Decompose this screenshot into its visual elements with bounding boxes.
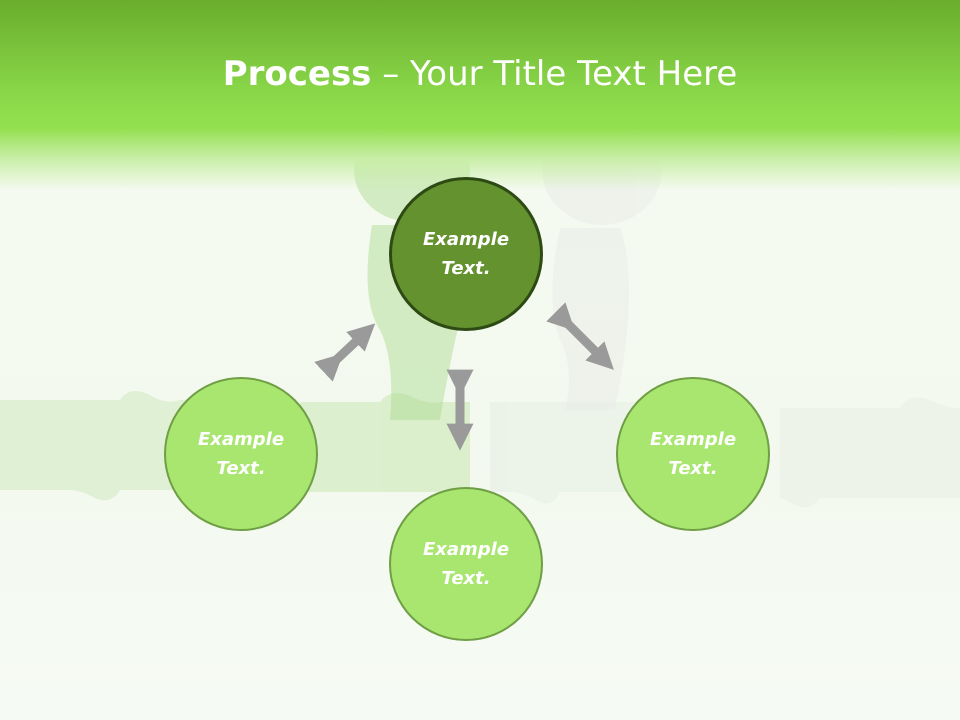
node-text-line2: Text. [668, 458, 718, 479]
title-bold-part: Process [222, 54, 372, 94]
process-node-top: Example Text. [389, 177, 543, 331]
process-node-left: Example Text. [164, 377, 318, 531]
title-banner: Process – Your Title Text Here [0, 0, 960, 190]
node-text-line1: Example [197, 429, 285, 450]
node-text-line1: Example [422, 229, 510, 250]
node-text-line2: Text. [441, 258, 491, 279]
node-text-line2: Text. [216, 458, 266, 479]
node-text-line2: Text. [441, 568, 491, 589]
title-rest-part: – Your Title Text Here [371, 54, 738, 94]
double-arrow-top-left [314, 323, 376, 382]
double-arrow-top-right [546, 302, 614, 370]
node-text-line1: Example [422, 539, 510, 560]
slide-title: Process – Your Title Text Here [0, 50, 960, 98]
process-node-bottom: Example Text. [389, 487, 543, 641]
puzzle-piece-center-right [490, 402, 640, 504]
puzzle-piece-right [780, 397, 960, 508]
process-node-right: Example Text. [616, 377, 770, 531]
node-text-line1: Example [649, 429, 737, 450]
puzzle-piece-center-left [300, 393, 470, 492]
